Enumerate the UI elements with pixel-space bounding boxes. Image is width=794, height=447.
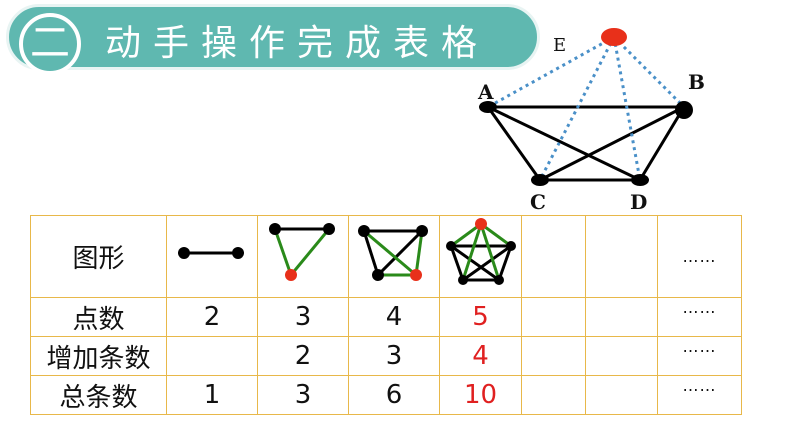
pentagon-svg <box>479 28 693 186</box>
edge-ed <box>612 36 642 181</box>
table-cell: 4 <box>348 297 440 337</box>
table-cell <box>521 297 586 337</box>
vertex-label-c: C <box>530 190 546 214</box>
figure-5-points <box>439 215 522 298</box>
vertex-label-a: A <box>478 80 494 104</box>
edge-eb <box>612 35 686 109</box>
edge-ad <box>487 105 641 182</box>
vertex-a <box>479 101 497 113</box>
row-label-added-lines: 增加条数 <box>30 336 167 376</box>
table-cell <box>521 336 586 376</box>
table-cell: 1 <box>166 375 258 415</box>
table-cell <box>166 336 258 376</box>
row-label-figure: 图形 <box>30 215 167 298</box>
vertex-label-e: E <box>553 35 567 56</box>
edge-bd <box>638 106 686 181</box>
table-cell: 3 <box>257 297 349 337</box>
figure-2-points <box>166 215 258 298</box>
table-cell-highlight: 5 <box>439 297 522 337</box>
table-cell <box>585 215 658 298</box>
edge-ea <box>487 35 615 109</box>
row-label-total-lines: 总条数 <box>30 375 167 415</box>
table-cell-ellipsis: …… <box>657 336 742 376</box>
vertex-label-d: D <box>630 190 648 214</box>
vertex-c <box>531 174 549 186</box>
table-row-total-lines: 总条数 1 3 6 10 …… <box>30 375 742 415</box>
vertex-e <box>601 28 627 46</box>
table-row-points: 点数 2 3 4 5 …… <box>30 297 742 337</box>
row-label-points: 点数 <box>30 297 167 337</box>
table-cell-highlight: 10 <box>439 375 522 415</box>
table-cell <box>521 215 586 298</box>
section-number-badge: 二 <box>19 13 81 75</box>
section-banner: 二 动手操作完成表格 <box>6 4 540 75</box>
table-cell <box>585 375 658 415</box>
vertex-b <box>675 101 693 119</box>
table-cell-ellipsis: …… <box>657 215 742 298</box>
edge-ec <box>538 36 616 181</box>
table-row-added-lines: 增加条数 2 3 4 …… <box>30 336 742 376</box>
table-row-figure: 图形 <box>30 215 742 298</box>
section-title: 动手操作完成表格 <box>105 23 490 64</box>
table-cell: 6 <box>348 375 440 415</box>
table-cell: 2 <box>166 297 258 337</box>
edge-ac <box>486 106 542 181</box>
table-cell-ellipsis: …… <box>657 297 742 337</box>
figure-3-points <box>257 215 349 298</box>
table-cell <box>585 297 658 337</box>
table-cell <box>585 336 658 376</box>
table-cell <box>521 375 586 415</box>
pentagon-diagram: E A B C D <box>460 20 710 219</box>
vertex-d <box>631 174 649 186</box>
table-cell-highlight: 4 <box>439 336 522 376</box>
table-cell: 2 <box>257 336 349 376</box>
table-cell: 3 <box>348 336 440 376</box>
vertex-label-b: B <box>688 70 705 94</box>
edge-bc <box>539 105 685 182</box>
figure-4-points <box>348 215 440 298</box>
connection-count-table: 图形 <box>30 215 742 415</box>
table-cell-ellipsis: …… <box>657 375 742 415</box>
table-cell: 3 <box>257 375 349 415</box>
